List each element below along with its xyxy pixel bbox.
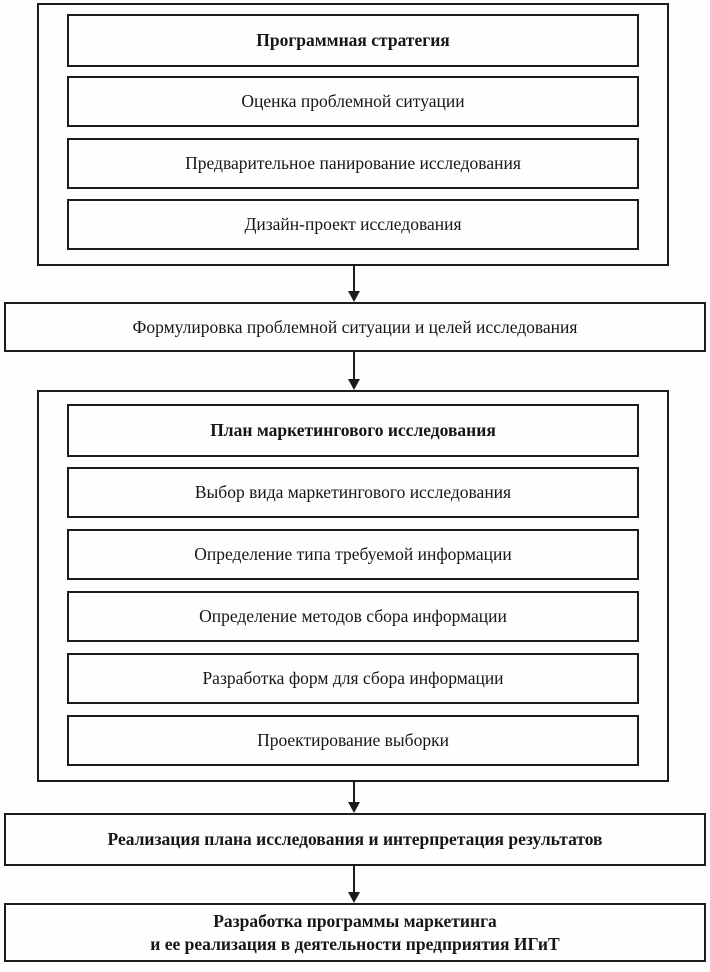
formulation-box: Формулировка проблемной ситуации и целей… [4, 302, 706, 352]
down-arrow-1 [353, 266, 355, 302]
final-program-box: Разработка программы маркетинга и ее реа… [4, 903, 706, 962]
realization-box: Реализация плана исследования и интерпре… [4, 813, 706, 866]
research-plan-group-box [37, 390, 669, 782]
research-plan-title-box: План маркетингового исследования [67, 404, 639, 457]
step-box-design-project: Дизайн-проект исследования [67, 199, 639, 250]
step-box-preliminary-planning: Предварительное панирование исследования [67, 138, 639, 189]
step-box-research-type-choice: Выбор вида маркетингового исследования [67, 467, 639, 518]
step-box-sample-design: Проектирование выборки [67, 715, 639, 766]
program-strategy-group-box [37, 3, 669, 266]
final-program-line2: и ее реализация в деятельности предприят… [150, 933, 560, 954]
down-arrow-3 [353, 782, 355, 813]
final-program-line1: Разработка программы маркетинга [213, 910, 497, 931]
step-box-information-type: Определение типа требуемой информации [67, 529, 639, 580]
step-box-collection-methods: Определение методов сбора информации [67, 591, 639, 642]
program-strategy-title-box: Программная стратегия [67, 14, 639, 67]
step-box-problem-assessment: Оценка проблемной ситуации [67, 76, 639, 127]
step-box-forms-development: Разработка форм для сбора информации [67, 653, 639, 704]
down-arrow-2 [353, 352, 355, 390]
down-arrow-4 [353, 866, 355, 903]
